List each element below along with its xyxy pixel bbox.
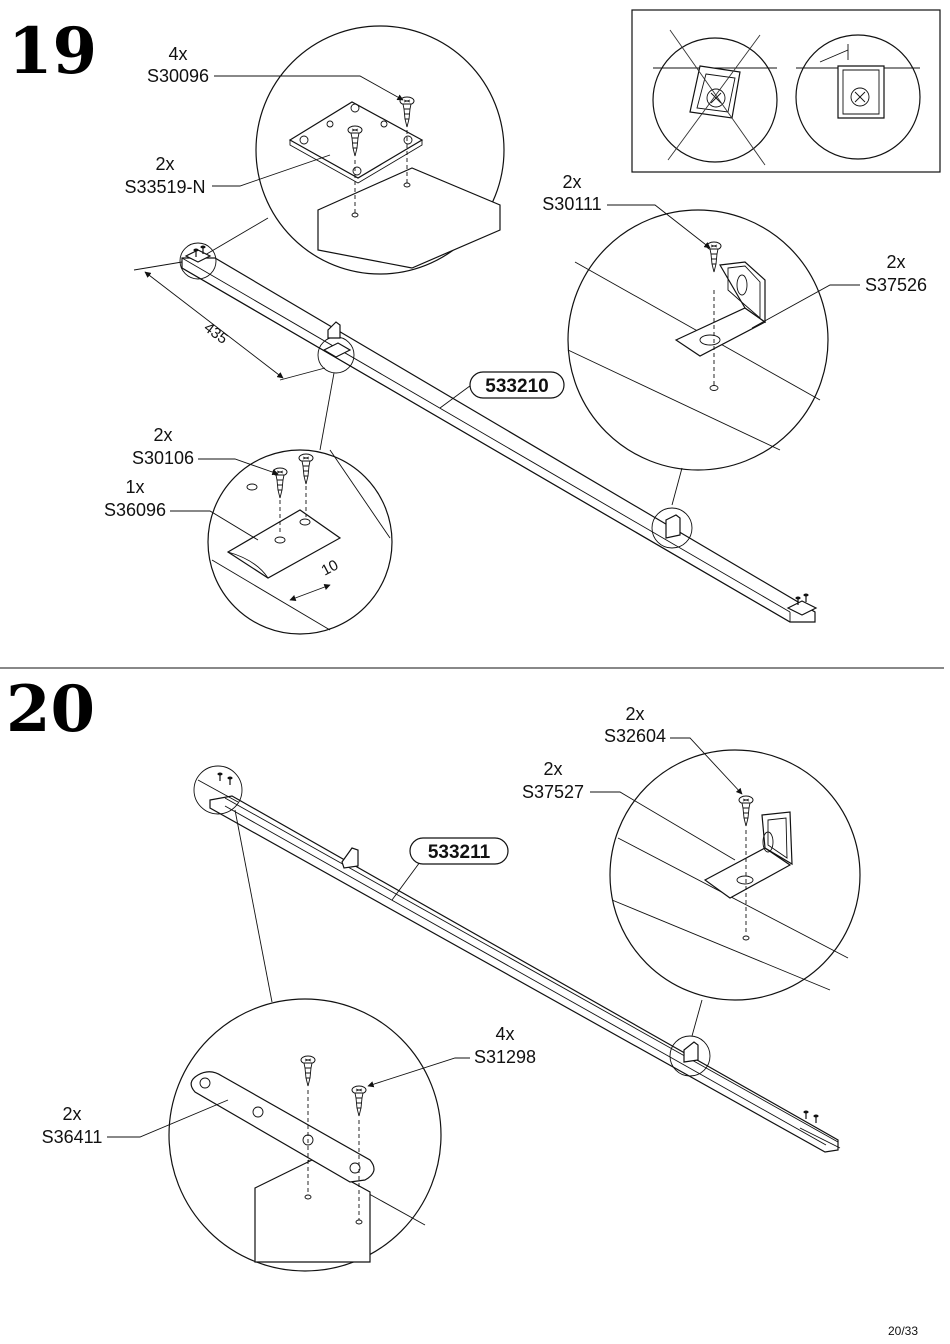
- board-code-tag: 533211: [391, 837, 509, 901]
- part-code: S32604: [604, 726, 666, 746]
- wrong-orientation-detail: [652, 37, 778, 163]
- part-qty: 1x: [125, 477, 144, 497]
- correct-orientation-detail: [795, 34, 921, 160]
- part-qty: 2x: [562, 172, 581, 192]
- step-19: 19: [8, 9, 941, 635]
- connector-strip: [190, 1071, 375, 1183]
- part-qty: 2x: [886, 252, 905, 272]
- detail-circle-connector: [168, 998, 442, 1272]
- part-qty: 4x: [495, 1024, 514, 1044]
- detail-circle-top: [255, 25, 505, 275]
- part-qty: 2x: [153, 425, 172, 445]
- part-code: S33519-N: [124, 177, 205, 197]
- page-number: 20/33: [888, 1324, 918, 1338]
- part-code: S36411: [42, 1127, 103, 1147]
- part-code: S37527: [522, 782, 584, 802]
- part-qty: 4x: [168, 44, 187, 64]
- svg-text:533211: 533211: [428, 842, 491, 863]
- part-code: S30096: [147, 66, 209, 86]
- board-code-tag: 533210: [439, 371, 565, 409]
- detail-circle-bracket: [609, 749, 861, 1001]
- svg-text:10: 10: [319, 557, 342, 580]
- inset-box: [631, 9, 941, 173]
- detail-circle-bracket: [567, 209, 829, 471]
- part-qty: 2x: [625, 704, 644, 724]
- step-20: 20 533211: [6, 672, 861, 1272]
- part-code: S30111: [542, 194, 601, 214]
- board-533210: [179, 242, 818, 623]
- connector-plate: [226, 509, 342, 579]
- part-qty: 2x: [543, 759, 562, 779]
- svg-text:533210: 533210: [485, 376, 548, 397]
- step-number: 20: [6, 672, 95, 747]
- step-number: 19: [8, 14, 97, 89]
- board-533211: [193, 765, 841, 1153]
- cross-icon: [669, 29, 766, 166]
- part-qty: 2x: [155, 154, 174, 174]
- part-code: S37526: [865, 275, 927, 295]
- part-code: S31298: [474, 1047, 536, 1067]
- part-code: S30106: [132, 448, 194, 468]
- part-code: S36096: [104, 500, 166, 520]
- svg-text:435: 435: [201, 319, 231, 348]
- part-qty: 2x: [62, 1104, 81, 1124]
- detail-circle-plate: 10: [207, 449, 393, 635]
